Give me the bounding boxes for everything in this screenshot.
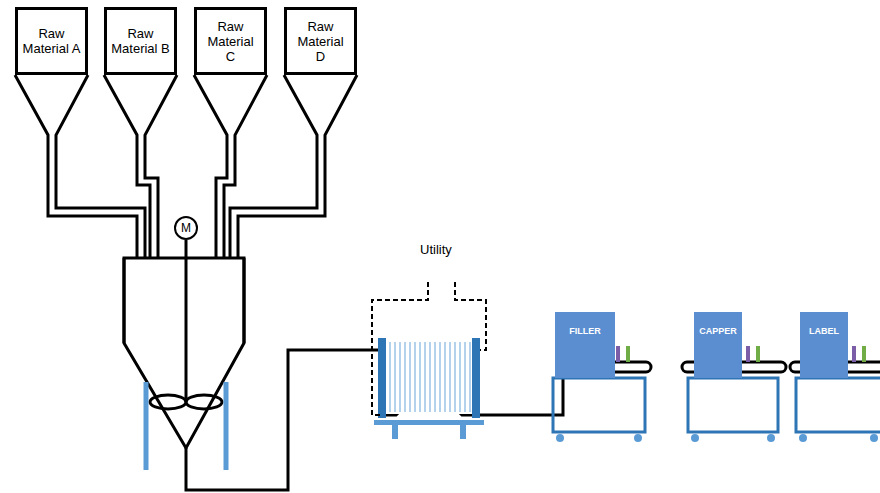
exchanger-tube	[444, 342, 446, 412]
node-text: LABEL	[809, 326, 839, 336]
feed-pipe	[230, 155, 325, 258]
feed-pipe	[48, 155, 145, 258]
node-text: CAPPER	[699, 326, 737, 336]
capper-panel: CAPPER	[694, 312, 742, 378]
hopper-funnel	[104, 75, 177, 155]
utility-label: Utility	[420, 242, 452, 257]
bottle	[756, 346, 760, 362]
exchanger-tube	[464, 342, 466, 412]
process-pipe	[186, 350, 380, 490]
exchanger-tube	[439, 342, 441, 412]
exchanger-tube	[394, 342, 396, 412]
bottle	[852, 346, 856, 362]
tank-leg	[224, 382, 229, 470]
heat-exchanger	[374, 338, 484, 439]
bottle	[626, 346, 630, 362]
filler-panel: FILLER	[555, 312, 615, 378]
agitator-shaft	[185, 240, 188, 402]
wheel	[691, 434, 699, 442]
process-pipe	[478, 345, 563, 415]
labeler-panel: LABEL	[800, 312, 848, 378]
wheel	[767, 434, 775, 442]
tank-leg	[144, 382, 149, 470]
agitator-blade	[150, 395, 186, 409]
exchanger-tube	[449, 342, 451, 412]
exchanger-tube	[429, 342, 431, 412]
bottle	[746, 346, 750, 362]
wheel	[556, 434, 564, 442]
labeler-base	[796, 378, 880, 432]
hopper-funnel	[284, 75, 357, 155]
exchanger-tube	[404, 342, 406, 412]
wheel	[634, 434, 642, 442]
node-text: Raw Material C	[201, 19, 260, 64]
utility-loop	[372, 282, 486, 415]
hopper-funnel	[15, 75, 88, 155]
raw-material-hopper: Raw Material D	[284, 7, 357, 75]
exchanger-tube	[469, 342, 471, 412]
feed-pipe	[137, 155, 158, 258]
exchanger-tube	[424, 342, 426, 412]
exchanger-tube	[389, 342, 391, 412]
node-text: Raw Material D	[291, 19, 350, 64]
exchanger-tube	[399, 342, 401, 412]
bottle	[862, 346, 866, 362]
raw-material-hopper: Raw Material B	[104, 7, 177, 75]
wheel	[799, 434, 807, 442]
filler-base	[553, 378, 645, 432]
exchanger-tube	[414, 342, 416, 412]
raw-material-hopper: Raw Material C	[194, 7, 267, 75]
wheel	[870, 434, 878, 442]
exchanger-tube	[434, 342, 436, 412]
tank-wall	[124, 258, 244, 343]
node-text: Raw Material B	[111, 26, 170, 56]
exchanger-tube	[454, 342, 456, 412]
raw-material-hopper: Raw Material A	[15, 7, 88, 75]
exchanger-tube	[459, 342, 461, 412]
hopper-funnel	[194, 75, 267, 155]
motor-circle: M	[174, 216, 198, 240]
agitator-blade	[186, 395, 222, 409]
exchanger-tube	[419, 342, 421, 412]
bottle	[616, 346, 620, 362]
node-text: M	[181, 221, 191, 235]
node-text: Raw Material A	[22, 26, 81, 56]
node-text: FILLER	[569, 326, 601, 336]
exchanger-tube	[409, 342, 411, 412]
capper-base	[688, 378, 778, 432]
